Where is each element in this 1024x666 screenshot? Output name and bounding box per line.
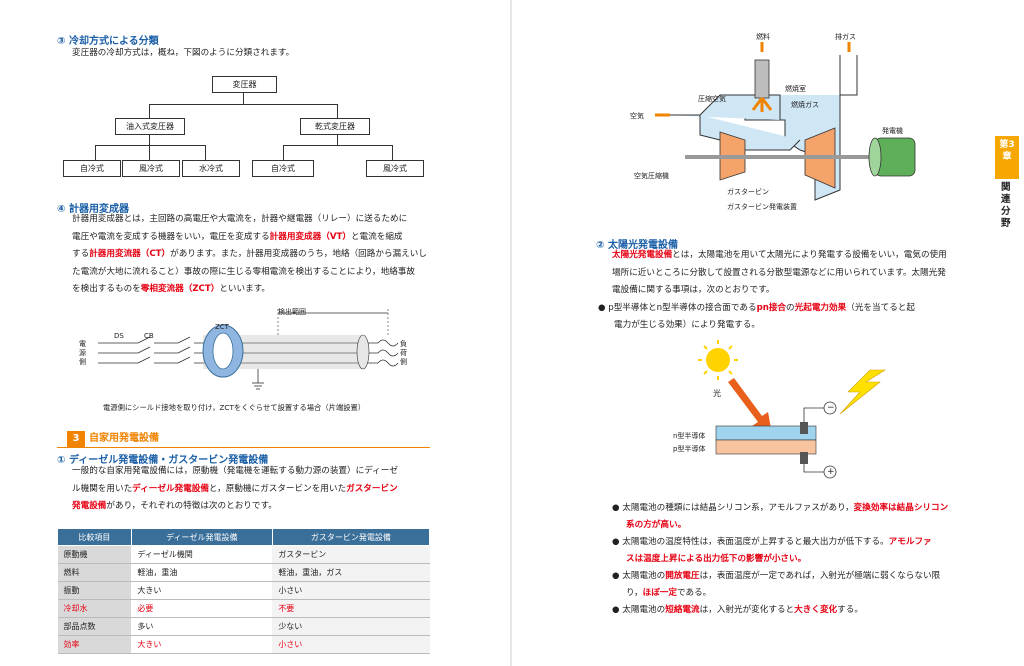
table-cell: 軽油，重油，ガス (272, 563, 430, 582)
comparison-table: 比較項目 ディーゼル発電設備 ガスタービン発電設備 原動機ディーゼル機関ガスター… (57, 528, 431, 654)
table-cell: ガスタービン (272, 545, 430, 564)
table-cell: 不要 (272, 599, 430, 618)
table-cell: 少ない (272, 617, 430, 636)
table-cell: 多い (131, 617, 273, 636)
gt-generator-label: 発電機 (882, 127, 903, 135)
solar-heading: ② 太陽光発電設備 (596, 240, 678, 251)
table-cell: 部品点数 (57, 617, 132, 636)
gt-combustor-label: 燃焼室 (785, 85, 806, 93)
table-cell: ディーゼル機関 (131, 545, 273, 564)
table-cell: 大きい (131, 635, 273, 654)
table-row: 燃料軽油，重油軽油，重油，ガス (57, 563, 430, 582)
gt-compressed-air-label: 圧縮空気 (698, 95, 726, 103)
gt-combustion-gas-label: 燃焼ガス (791, 101, 819, 109)
chapter-name: 関連分野 (1001, 182, 1011, 229)
gt-turbine-label: ガスタービン (727, 188, 769, 196)
gt-compressor-label: 空気圧縮機 (634, 172, 669, 180)
diesel-gas-heading: ① ディーゼル発電設備・ガスタービン発電設備 (57, 455, 269, 466)
table-row: 振動大きい小さい (57, 581, 430, 600)
chapter-tab[interactable]: 第3章 (995, 136, 1019, 179)
gt-fuel-label: 燃料 (756, 33, 770, 41)
table-cell: 原動機 (57, 545, 132, 564)
table-cell: 大きい (131, 581, 273, 600)
page-gutter (510, 0, 512, 666)
zct-label: ZCT (215, 323, 229, 331)
table-row: 冷却水必要不要 (57, 599, 430, 618)
table-row: 原動機ディーゼル機関ガスタービン (57, 545, 430, 564)
p-type-label: p型半導体 (673, 445, 706, 453)
table-row: 部品点数多い少ない (57, 617, 430, 636)
load-side-label: 負荷側 (400, 340, 407, 366)
light-label: 光 (713, 389, 721, 398)
table-cell: 燃料 (57, 563, 132, 582)
tree-root: 変圧器 (212, 76, 277, 93)
tree-leaf: 風冷式 (366, 160, 424, 177)
table-cell: 小さい (272, 581, 430, 600)
table-cell: 効率 (57, 635, 132, 654)
table-cell: 冷却水 (57, 599, 132, 618)
n-type-label: n型半導体 (673, 432, 706, 440)
solar-text: 太陽光発電設備とは，太陽電池を用いて太陽光により発電する設備をいい，電気の使用 … (612, 250, 947, 295)
section-title: 自家用発電設備 (89, 433, 159, 444)
table-header: ガスタービン発電設備 (271, 528, 431, 546)
cooling-heading: ③ 冷却方式による分類 (57, 36, 159, 47)
instrument-transformer-heading: ④ 計器用変成器 (57, 204, 129, 215)
cb-label: CB (144, 332, 154, 340)
solar-bullets: ● 太陽電池の種類には結晶シリコン系，アモルファスがあり，変換効率は結晶シリコン… (612, 503, 949, 615)
gas-turbine-diagram (655, 42, 916, 201)
section-3-header: 3 自家用発電設備 (57, 431, 430, 448)
solar-cell-diagram (698, 340, 887, 479)
table-cell: 必要 (131, 599, 273, 618)
instrument-transformer-text: 計器用変成器とは，主回路の高電圧や大電流を，計器や継電器（リレー）に送るために … (72, 214, 427, 294)
tree-dry: 乾式変圧器 (300, 118, 370, 135)
zct-caption: 電源側にシールド接地を取り付け，ZCTをくぐらせて設置する場合（片端設置） (103, 403, 366, 412)
table-cell: 小さい (272, 635, 430, 654)
minus-terminal: − (827, 403, 835, 413)
table-row: 効率大きい小さい (57, 635, 430, 654)
ds-label: DS (114, 332, 124, 340)
tree-leaf: 自冷式 (252, 160, 314, 177)
zct-diagram (98, 309, 399, 390)
tree-oil: 油入式変圧器 (115, 118, 185, 135)
tree-leaf: 水冷式 (182, 160, 240, 177)
table-header: ディーゼル発電設備 (130, 528, 273, 546)
diesel-gas-text: 一般的な自家用発電設備には，原動機（発電機を運転する動力源の装置）にディーゼ ル… (72, 466, 398, 511)
source-side-label: 電源側 (79, 340, 86, 366)
solar-bullet: ● p型半導体とn型半導体の接合面であるpn接合の光起電力効果（光を当てると起 … (598, 303, 915, 330)
table-cell: 軽油，重油 (131, 563, 273, 582)
gt-exhaust-label: 排ガス (835, 33, 856, 41)
gt-caption: ガスタービン発電装置 (727, 203, 797, 211)
zct-range-label: 検出範囲 (278, 308, 306, 316)
section-number: 3 (67, 431, 85, 447)
gt-air-label: 空気 (630, 112, 644, 120)
cooling-text: 変圧器の冷却方式は，概ね，下図のように分類されます。 (72, 48, 295, 58)
tree-leaf: 風冷式 (122, 160, 180, 177)
table-header: 比較項目 (57, 528, 132, 546)
table-cell: 振動 (57, 581, 132, 600)
plus-terminal: + (827, 467, 835, 477)
tree-leaf: 自冷式 (63, 160, 121, 177)
